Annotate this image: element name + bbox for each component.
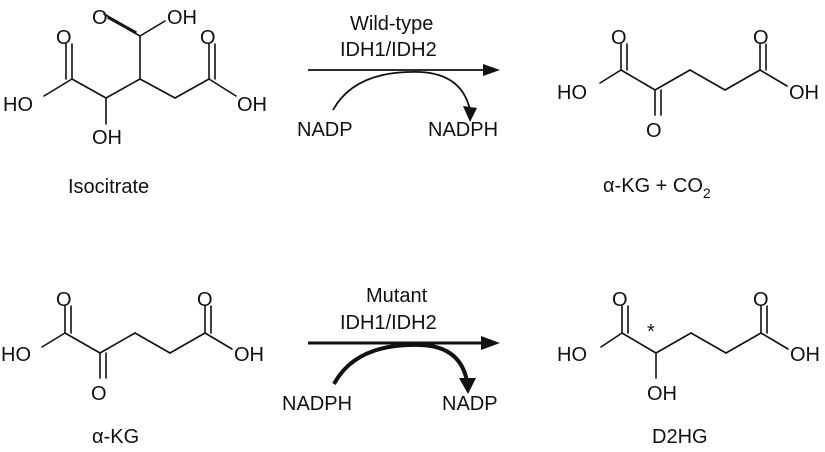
arrowhead-icon	[481, 336, 500, 350]
atom-label: HO	[3, 94, 33, 116]
product-name-akg-co2: α-KG + CO2	[603, 175, 711, 201]
atom-label: HO	[557, 82, 587, 104]
d2hg-structure: HO O OH O OH *	[557, 289, 820, 405]
atom-label: O	[200, 27, 216, 49]
atom-label: O	[753, 27, 769, 49]
atom-label: O	[612, 289, 628, 311]
arrowhead-icon	[483, 64, 500, 76]
product-name-d2hg: D2HG	[652, 426, 708, 448]
reaction-arrow-wildtype	[308, 64, 500, 122]
enzyme-label-line1: Wild-type	[350, 13, 433, 35]
atom-label: OH	[647, 383, 677, 405]
atom-label: O	[56, 289, 72, 311]
substrate-name-isocitrate: Isocitrate	[68, 176, 149, 198]
atom-label: O	[56, 27, 72, 49]
arrowhead-icon	[459, 378, 476, 394]
enzyme-label-line2: IDH1/IDH2	[340, 39, 437, 61]
atom-label: OH	[234, 344, 264, 366]
cofactor-out-label: NADPH	[428, 119, 498, 141]
atom-label: OH	[92, 127, 122, 149]
atom-label: OH	[789, 82, 819, 104]
isocitrate-structure: HO O OH O OH O OH	[3, 7, 267, 149]
alpha-kg-structure: HO O O O OH	[557, 27, 819, 142]
cofactor-in-label: NADP	[297, 119, 353, 141]
atom-label: OH	[237, 94, 267, 116]
substrate-name-akg: α-KG	[92, 426, 139, 448]
alpha-kg-substrate-structure: HO O O O OH	[1, 289, 264, 405]
atom-label: O	[646, 120, 662, 142]
atom-label: O	[92, 7, 108, 29]
reaction-arrow-mutant	[308, 336, 500, 394]
atom-label: HO	[1, 344, 31, 366]
stereocenter-asterisk: *	[647, 321, 655, 343]
enzyme-label-line2: IDH1/IDH2	[340, 312, 437, 334]
cofactor-out-label: NADP	[442, 393, 498, 415]
atom-label: O	[753, 289, 769, 311]
atom-label: O	[197, 289, 213, 311]
atom-label: HO	[557, 344, 587, 366]
arrowhead-icon	[463, 106, 477, 122]
atom-label: OH	[790, 344, 820, 366]
atom-label: O	[91, 383, 107, 405]
atom-label: OH	[167, 7, 197, 29]
enzyme-label-line1: Mutant	[366, 285, 428, 307]
cofactor-in-label: NADPH	[282, 393, 352, 415]
atom-label: O	[611, 27, 627, 49]
